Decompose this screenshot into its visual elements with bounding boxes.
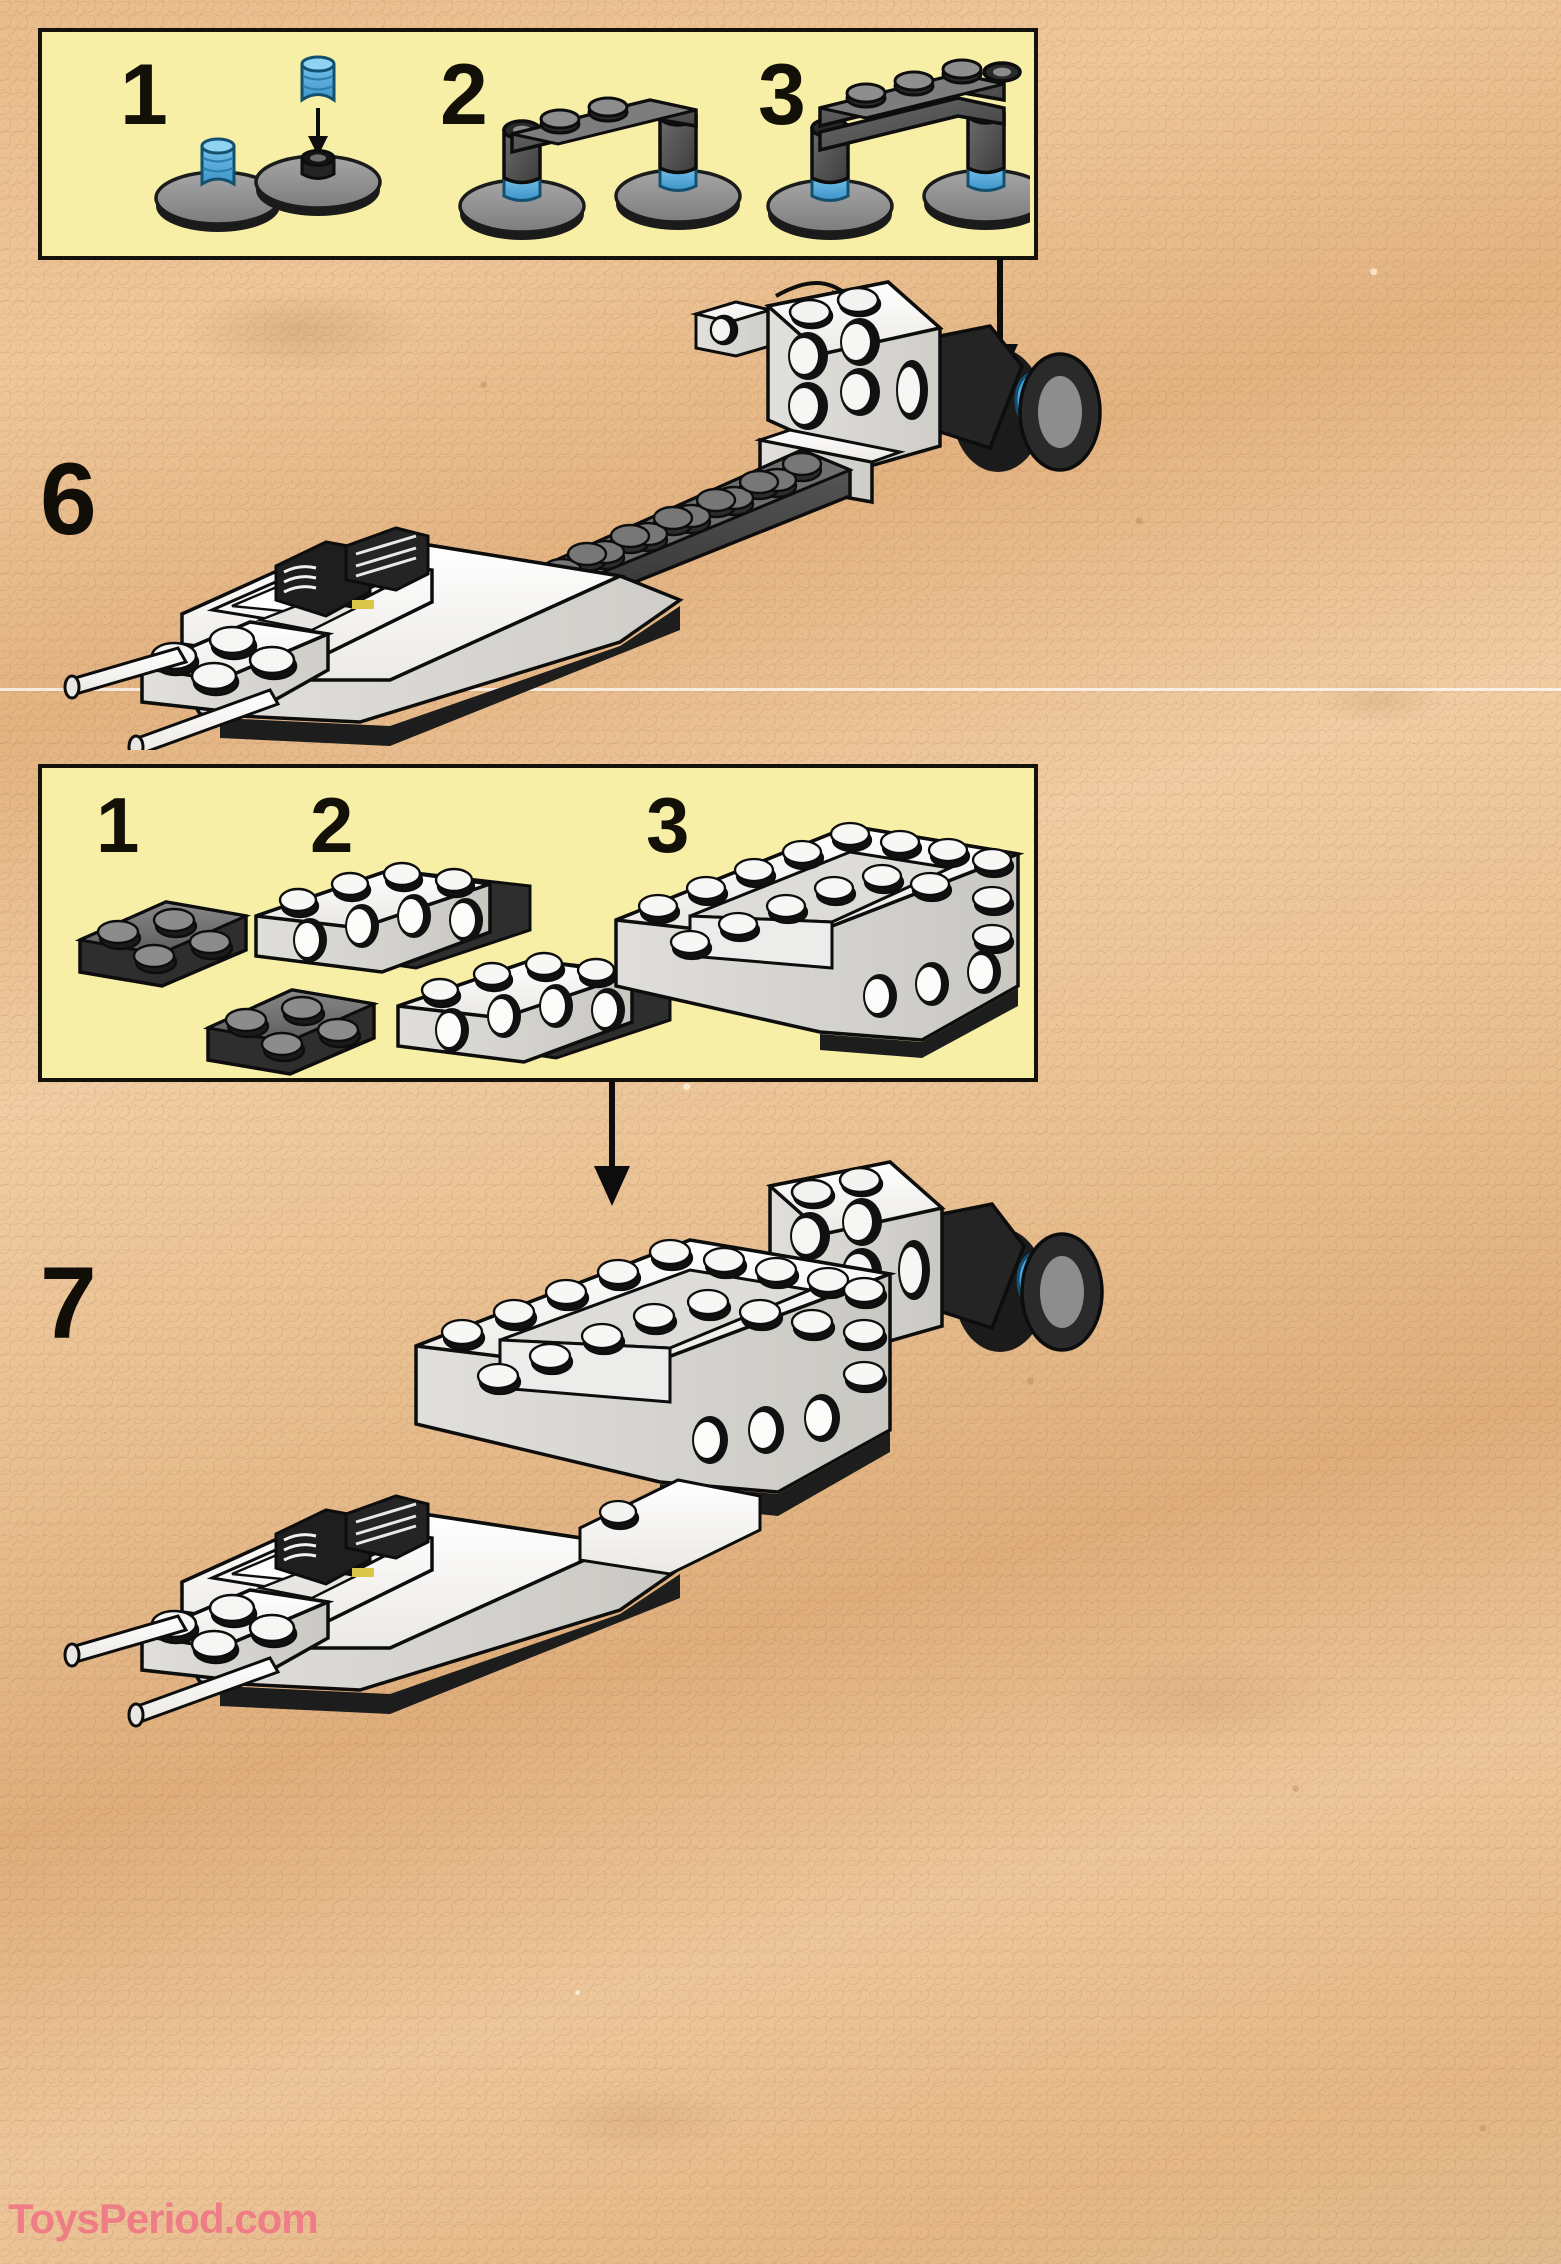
- attached-cockpit-frame: [414, 1238, 897, 1516]
- front-studded-plate: [135, 620, 335, 716]
- dark-gray-dish-with-blue-pin: [154, 137, 282, 232]
- panel-top-artwork: [150, 38, 1030, 253]
- dark-gray-2x2-plate-a: [74, 900, 252, 988]
- step-number-6: 6: [40, 442, 97, 556]
- substep-label-3-mid: 3: [646, 781, 690, 869]
- panel-mid-artwork: [60, 790, 1028, 1078]
- engine-mount-stage-2: [458, 96, 742, 240]
- assembly-arrow-pin-down: [308, 108, 328, 156]
- arrow-panel-mid-to-step-7: [572, 1080, 652, 1210]
- substep-label-3-top: 3: [758, 47, 806, 143]
- white-antenna-rods: [63, 646, 281, 750]
- white-antenna-rods-7: [63, 1614, 281, 1728]
- rear-engine-assembly: [754, 280, 1102, 505]
- step-7-model: [60, 1100, 1120, 2210]
- step-6-model: [60, 270, 1120, 750]
- chassis-rear-plate: [578, 1478, 762, 1576]
- watermark: ToysPeriod.com: [8, 2195, 319, 2242]
- dark-gray-dish-empty: [254, 149, 382, 216]
- white-1x1-brick-loose: [690, 300, 776, 358]
- black-spring-detail: [274, 526, 430, 618]
- white-cockpit-frame: [614, 821, 1025, 1058]
- scan-fold-line: [0, 688, 1561, 691]
- substep-label-2-mid: 2: [310, 781, 354, 869]
- step-number-7: 7: [40, 1246, 97, 1360]
- dark-gray-2x2-plate-b: [202, 988, 380, 1076]
- black-spring-detail-7: [274, 1494, 430, 1586]
- substep-label-1-top: 1: [120, 47, 168, 143]
- substep-label-2-top: 2: [440, 47, 488, 143]
- substep-label-1-mid: 1: [96, 781, 140, 869]
- white-1x4-technic-brick-a: [254, 861, 532, 974]
- engine-mount-stage-3: [766, 58, 1030, 240]
- blue-pin-loose: [300, 55, 336, 103]
